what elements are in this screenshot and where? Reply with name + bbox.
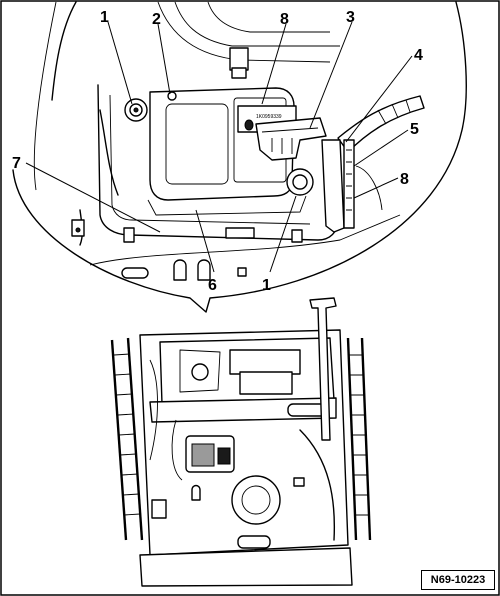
cable-left [99, 109, 119, 196]
left-rail-inner [126, 337, 144, 541]
plate-tab-right [291, 229, 303, 243]
seat-harness [171, 419, 183, 481]
connector-housing-right [321, 139, 345, 233]
seat-frame-outline [139, 329, 349, 556]
leader-c5 [353, 129, 409, 167]
left-side-cable [149, 359, 158, 461]
rail-curve-b [174, 1, 340, 47]
callout-3: 3 [346, 9, 355, 26]
leader-c1-bottom [269, 195, 297, 273]
rear-bracket-left [179, 349, 221, 393]
socket-pins [346, 149, 352, 211]
pan-round-hole [231, 475, 281, 525]
callout-7: 7 [12, 155, 21, 172]
harness-cable-right [355, 165, 383, 211]
callouts: 1 2 8 3 4 5 8 7 6 1 [12, 9, 423, 294]
seat-pan-lower-edge [89, 214, 401, 266]
leader-lines [25, 21, 413, 273]
magnifier-left-arc [51, 1, 77, 101]
control-unit-recess [165, 103, 229, 185]
rear-motor [229, 349, 301, 375]
harness-connector [255, 117, 327, 161]
callout-1-bottom: 1 [262, 277, 271, 294]
reference-code-box: N69-10223 [421, 570, 495, 590]
plate-slot [225, 227, 255, 239]
middle-crossbar [149, 397, 337, 423]
leader-c4 [345, 55, 413, 143]
mounting-bracket [147, 195, 307, 216]
slot-hole [121, 267, 149, 279]
leader-c8-right [353, 177, 399, 199]
connector-socket [343, 139, 355, 229]
seat-pan-inner-edge [109, 94, 311, 225]
right-rail-outer [346, 337, 358, 541]
callout-6: 6 [208, 277, 217, 294]
harness-tape [377, 99, 411, 125]
seat-control-unit-plug [217, 447, 231, 465]
pan-square-hole [293, 477, 305, 487]
pan-round-hole-inner [241, 485, 271, 515]
screw-bottom-inner [292, 174, 308, 190]
arch-hole-right [197, 259, 211, 281]
housing-corner-mark [167, 91, 177, 101]
callout-8-right: 8 [400, 171, 409, 188]
label-hole [244, 119, 254, 131]
rail-curve-c [207, 1, 330, 33]
connector-ribs [271, 138, 293, 154]
leader-c7 [25, 162, 161, 233]
plate-tab-left [123, 227, 135, 243]
right-rail-inner [360, 337, 372, 541]
left-rail-outer [110, 339, 128, 541]
square-hole [237, 267, 247, 277]
leader-c6 [195, 209, 215, 273]
callout-2: 2 [152, 11, 161, 28]
adjust-lever [309, 297, 337, 441]
detail-view: 1K0959339 [12, 1, 467, 313]
connector-ridge [261, 127, 319, 133]
arch-hole-left [173, 259, 187, 281]
leader-c3 [309, 21, 353, 129]
pan-arch-hole [191, 484, 201, 501]
left-side-connector [151, 499, 167, 519]
rear-motor-gear [239, 371, 293, 395]
screw-center [133, 107, 139, 113]
seat-control-unit-face [191, 443, 215, 467]
callout-8-top: 8 [280, 11, 289, 28]
left-rail-links [113, 353, 141, 516]
right-rail-links [349, 354, 369, 516]
part-label-text: 1K0959339 [256, 114, 282, 120]
rear-bracket-bolt [191, 363, 209, 381]
pan-side-cable [299, 429, 336, 541]
trim-panel-edge [33, 1, 57, 191]
leader-c1-top [107, 21, 133, 105]
front-slot [237, 535, 271, 549]
callout-5: 5 [410, 121, 419, 138]
magnifier-outline [12, 1, 467, 313]
upper-clip-base [231, 67, 247, 79]
callout-1-top: 1 [100, 9, 109, 26]
wiring-harness [337, 95, 425, 153]
leader-c8-top [261, 23, 287, 105]
loose-connector-pin [75, 227, 81, 233]
front-crossmember [139, 547, 353, 587]
callout-4: 4 [414, 47, 423, 64]
seat-frame-view [110, 297, 372, 587]
upper-clip [229, 47, 249, 71]
leader-c2 [157, 23, 171, 95]
